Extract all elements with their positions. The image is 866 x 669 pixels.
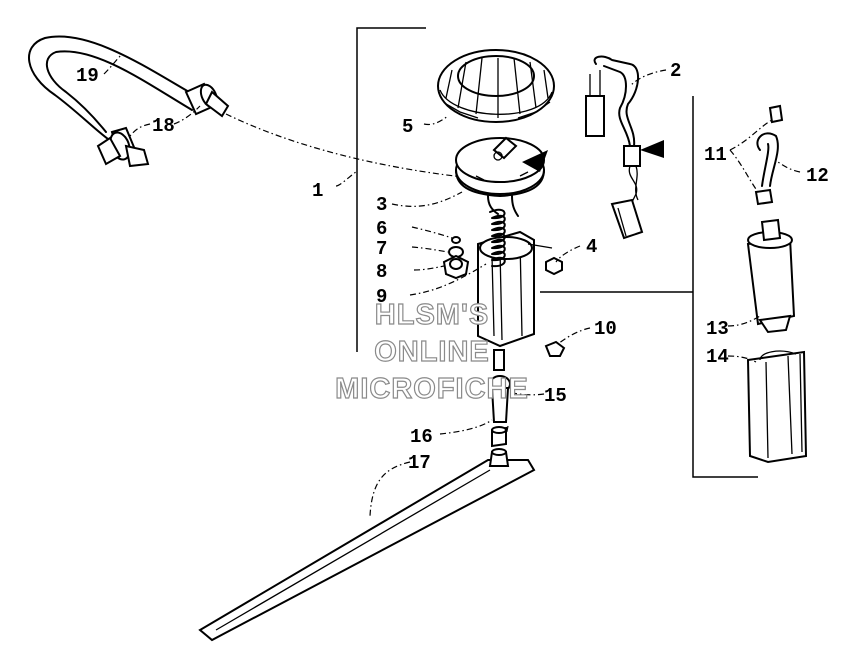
pump-hose-clamp bbox=[754, 104, 784, 206]
wire-harness bbox=[585, 55, 644, 240]
fuel-hose bbox=[28, 35, 197, 143]
callout-13: 13 bbox=[706, 318, 729, 340]
pump-head-flange bbox=[455, 136, 545, 197]
callout-8: 8 bbox=[376, 261, 387, 283]
callout-7: 7 bbox=[376, 238, 387, 260]
sender-strap bbox=[198, 448, 536, 642]
callout-5: 5 bbox=[402, 116, 413, 138]
hose-fitting-upper bbox=[184, 82, 230, 118]
grommet-8 bbox=[442, 254, 470, 280]
watermark: HLSM'S ONLINE MICROFICHE bbox=[335, 298, 529, 405]
fuel-pickup-tube bbox=[489, 349, 511, 423]
watermark-line-3: MICROFICHE bbox=[335, 373, 529, 405]
callout-14: 14 bbox=[706, 346, 729, 368]
nut-10 bbox=[544, 340, 566, 357]
hose-fitting-lower bbox=[96, 126, 150, 168]
callout-18: 18 bbox=[152, 115, 175, 137]
callout-11: 11 bbox=[704, 144, 727, 166]
harness-arrow bbox=[640, 140, 664, 158]
grommet-15 bbox=[491, 426, 507, 448]
callout-19: 19 bbox=[76, 65, 99, 87]
watermark-line-1: HLSM'S bbox=[375, 299, 489, 331]
callout-6: 6 bbox=[376, 218, 387, 240]
washer-6 bbox=[451, 236, 461, 244]
callout-17: 17 bbox=[408, 452, 431, 474]
fuel-pump-motor bbox=[746, 218, 796, 334]
callout-1: 1 bbox=[312, 180, 323, 202]
watermark-line-2: ONLINE bbox=[374, 336, 490, 368]
callout-labels: 1 2 3 4 5 6 7 8 9 10 11 12 13 14 15 16 1… bbox=[76, 60, 829, 474]
callout-16: 16 bbox=[410, 426, 433, 448]
callout-3: 3 bbox=[376, 194, 387, 216]
callout-15: 15 bbox=[544, 385, 567, 407]
callout-12: 12 bbox=[806, 165, 829, 187]
callout-9: 9 bbox=[376, 286, 387, 308]
pump-head-arrow bbox=[522, 150, 548, 172]
callout-10: 10 bbox=[594, 318, 617, 340]
callout-4: 4 bbox=[586, 236, 597, 258]
nut-4 bbox=[545, 256, 563, 276]
lock-ring bbox=[437, 49, 555, 123]
assembly-bracket-main bbox=[356, 27, 693, 352]
assembly-bracket-pump bbox=[692, 96, 758, 478]
leader-lines bbox=[103, 53, 801, 517]
pump-spring bbox=[489, 208, 506, 268]
callout-2: 2 bbox=[670, 60, 681, 82]
pump-sleeve bbox=[746, 350, 808, 464]
